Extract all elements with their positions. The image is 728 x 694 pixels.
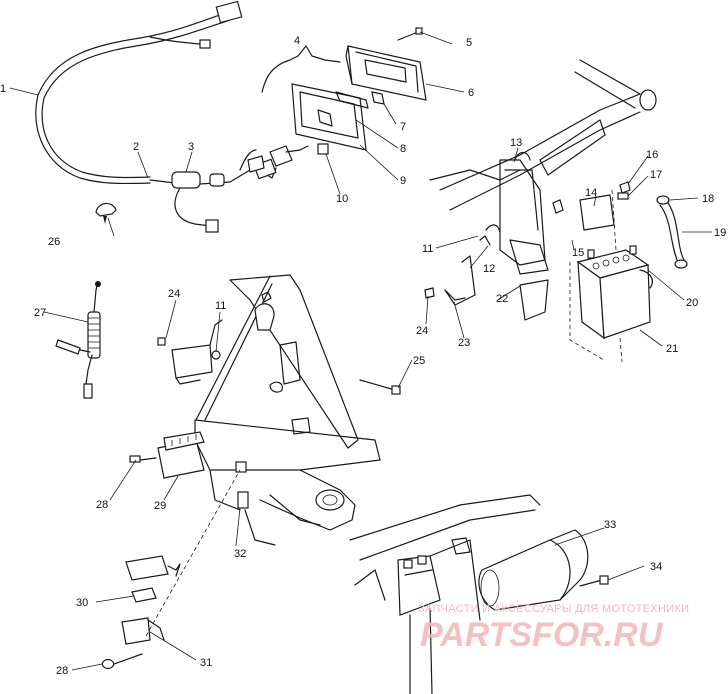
callout-18: 18 <box>702 193 714 205</box>
callout-15: 15 <box>572 247 584 259</box>
callout-34: 34 <box>650 561 662 573</box>
callout-10: 10 <box>336 193 348 205</box>
callout-8: 8 <box>400 143 406 155</box>
callout-14: 14 <box>585 187 597 199</box>
callout-26: 26 <box>48 236 60 248</box>
callout-28-upper: 28 <box>96 499 108 511</box>
right-frame <box>429 59 657 321</box>
callout-labels: 1 2 3 4 5 6 7 8 9 10 11 11 12 13 14 15 1… <box>0 35 726 677</box>
callout-20: 20 <box>686 297 698 309</box>
callout-6: 6 <box>468 87 474 99</box>
callout-23: 23 <box>458 337 470 349</box>
starter-motor-area <box>349 494 609 694</box>
bolt-25 <box>359 379 396 391</box>
regulator-27 <box>55 281 101 399</box>
callout-3: 3 <box>188 141 194 153</box>
callout-1: 1 <box>0 83 6 95</box>
watermark-brand: PARTSFOR.RU <box>420 616 664 654</box>
bolt-25-head <box>391 385 401 395</box>
callout-24-right: 24 <box>416 325 428 337</box>
callout-13: 13 <box>510 137 522 149</box>
callout-28-lower: 28 <box>56 665 68 677</box>
coil-module <box>157 319 223 385</box>
callout-11-left: 11 <box>215 300 226 312</box>
callout-16: 16 <box>646 149 658 161</box>
mount-bracket <box>424 224 501 306</box>
tail-light-assembly <box>247 27 427 173</box>
callout-25: 25 <box>413 355 425 367</box>
callout-31: 31 <box>200 657 212 669</box>
callout-17: 17 <box>650 169 662 181</box>
battery-assembly <box>569 181 688 363</box>
callout-33: 33 <box>604 519 616 531</box>
callout-32: 32 <box>234 548 246 560</box>
wiring-harness <box>35 0 277 233</box>
callout-30: 30 <box>76 597 88 609</box>
callout-21: 21 <box>666 343 678 355</box>
callout-7: 7 <box>400 121 406 133</box>
callout-11-right: 11 <box>422 243 433 255</box>
callout-5: 5 <box>466 37 472 49</box>
callout-22: 22 <box>496 293 508 305</box>
watermark-tagline: ЗАПЧАСТИ И АКСЕССУАРЫ ДЛЯ МОТОТЕХНИКИ <box>418 603 689 615</box>
callout-24-left: 24 <box>168 288 180 300</box>
watermark: ЗАПЧАСТИ И АКСЕССУАРЫ ДЛЯ МОТОТЕХНИКИ PA… <box>418 603 689 654</box>
main-frame <box>194 274 381 546</box>
callout-9: 9 <box>400 175 406 187</box>
relay-assembly <box>101 469 241 670</box>
leader-lines <box>9 31 712 671</box>
callout-4: 4 <box>294 35 300 47</box>
cdi-box-29 <box>129 431 205 479</box>
callout-12: 12 <box>483 263 495 275</box>
callout-27: 27 <box>34 307 46 319</box>
callout-19: 19 <box>714 227 726 239</box>
callout-29: 29 <box>154 500 166 512</box>
callout-2: 2 <box>133 141 139 153</box>
